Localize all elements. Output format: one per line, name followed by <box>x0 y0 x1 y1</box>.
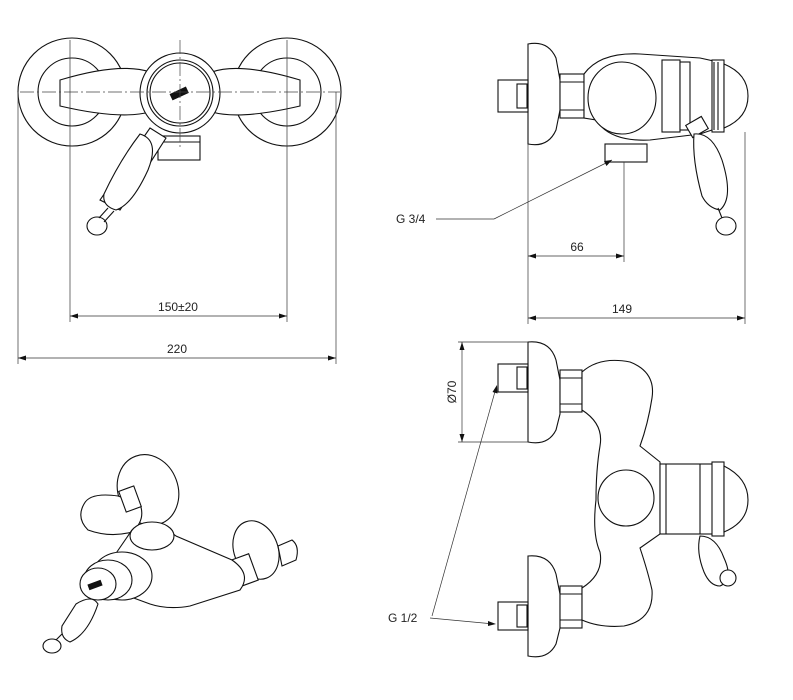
side-view: 66 149 G 3/4 <box>396 42 749 324</box>
dimension-escutcheon-diameter: Ø70 <box>445 380 459 403</box>
top-view: Ø70 G 1/2 <box>388 341 749 658</box>
dimension-outlet-spacing: 150±20 <box>158 300 198 314</box>
dimension-overall-width: 220 <box>167 342 187 356</box>
callout-inlet-thread: G 1/2 <box>388 611 418 625</box>
dimension-outlet-offset: 66 <box>570 240 584 254</box>
isometric-view <box>42 454 298 654</box>
front-view: 150±20 220 <box>17 37 342 364</box>
callout-outlet-thread: G 3/4 <box>396 212 426 226</box>
dimension-overall-depth: 149 <box>612 302 632 316</box>
